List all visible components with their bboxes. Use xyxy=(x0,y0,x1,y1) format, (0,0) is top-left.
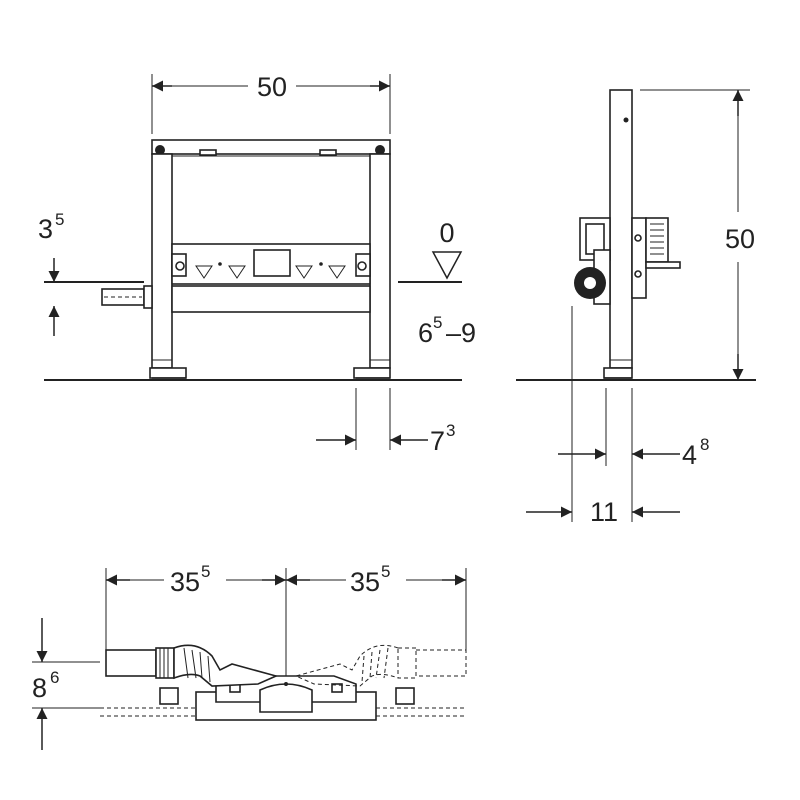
side-screw-1 xyxy=(634,234,642,242)
side-height-label: 50 xyxy=(725,224,755,254)
plan-bend-right-ribs xyxy=(361,647,389,683)
floor-offset-label: 3 xyxy=(38,214,53,244)
plan-drain-cup xyxy=(259,683,313,713)
top-rail xyxy=(151,139,391,155)
outlet-collar xyxy=(143,285,153,309)
floor-offset-sup: 5 xyxy=(55,210,64,229)
plan-left-label: 35 xyxy=(170,567,200,597)
plan-collar-left xyxy=(155,647,175,679)
plan-pad-right xyxy=(395,687,415,705)
triangle-mark-4 xyxy=(328,265,346,279)
side-upright-hole xyxy=(623,117,629,123)
top-clip-left xyxy=(199,149,217,156)
plan-outlet-right xyxy=(415,649,467,677)
triangle-mark-1 xyxy=(195,265,213,279)
side-outlet-bore xyxy=(584,277,596,289)
adjust-sup: 5 xyxy=(433,313,442,332)
plan-drain-center xyxy=(284,682,288,686)
side-clamp-ribs xyxy=(650,223,664,255)
drain-box xyxy=(253,249,291,277)
side-depth-sup: 8 xyxy=(700,435,709,454)
bolt-right xyxy=(375,145,385,155)
plan-outlet-left xyxy=(105,649,157,677)
adjust-range: –9 xyxy=(446,318,476,348)
foot-label: 7 xyxy=(430,426,445,456)
plan-bend-left xyxy=(173,644,279,687)
front-view: 50 xyxy=(38,72,476,456)
dot-1 xyxy=(218,262,222,266)
triangle-mark-3 xyxy=(295,265,313,279)
foot-left xyxy=(149,367,187,379)
plan-height-sup: 6 xyxy=(50,668,59,687)
plan-bend-right xyxy=(294,644,399,687)
foot-right xyxy=(353,367,391,379)
plan-view: 35 5 35 5 8 6 xyxy=(32,562,467,750)
bolt-left xyxy=(155,145,165,155)
outlet-pipe xyxy=(101,288,145,306)
floor-zero-symbol xyxy=(431,251,463,280)
side-clamp xyxy=(645,217,669,263)
plan-collar-right xyxy=(397,647,417,679)
upright-left xyxy=(151,153,173,369)
plan-right-sup: 5 xyxy=(381,562,390,581)
side-total-label: 11 xyxy=(590,497,618,527)
bracket-screw-left xyxy=(175,261,185,271)
side-upright xyxy=(609,89,633,369)
side-foot xyxy=(603,367,633,379)
side-plate xyxy=(645,261,681,269)
side-depth-label: 4 xyxy=(682,440,697,470)
side-bracket xyxy=(631,217,647,299)
front-width-label: 50 xyxy=(257,72,287,102)
plan-collar-left-ribs xyxy=(159,648,169,678)
plan-height-label: 8 xyxy=(32,673,47,703)
upright-right xyxy=(369,153,391,369)
crossbar-lower xyxy=(171,285,371,313)
plan-pad-left xyxy=(159,687,179,705)
plan-lug-right xyxy=(331,683,343,693)
bracket-screw-right xyxy=(357,261,367,271)
plan-left-sup: 5 xyxy=(201,562,210,581)
foot-sup: 3 xyxy=(446,421,455,440)
top-clip-right xyxy=(319,149,337,156)
floor-zero-label: 0 xyxy=(439,218,454,248)
triangle-mark-2 xyxy=(228,265,246,279)
side-view: 50 4 8 11 xyxy=(516,89,756,527)
side-screw-2 xyxy=(634,270,642,278)
dot-2 xyxy=(319,262,323,266)
plan-right-label: 35 xyxy=(350,567,380,597)
adjust-label: 6 xyxy=(418,318,433,348)
plan-bend-left-ribs xyxy=(183,647,211,683)
